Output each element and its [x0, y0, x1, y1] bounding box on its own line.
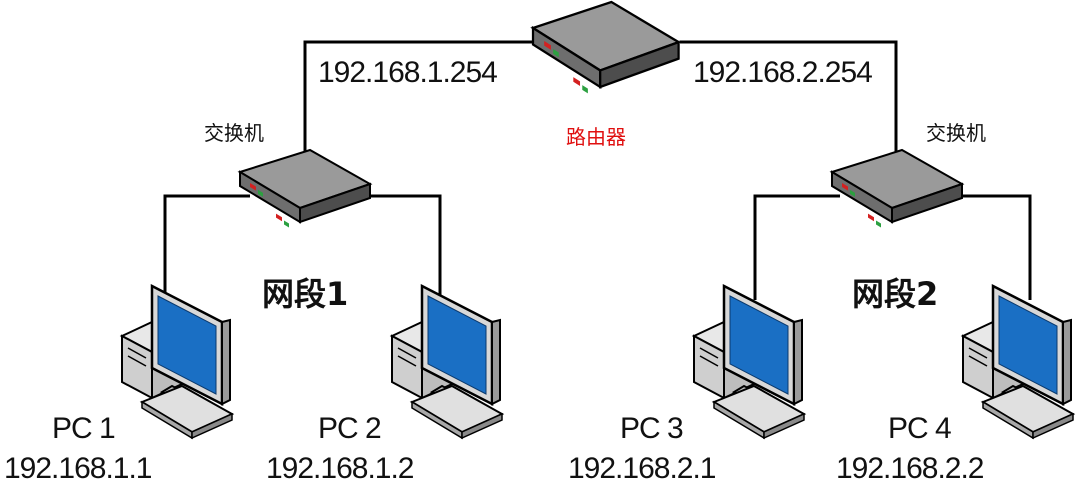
wire-switch-pc2: [345, 194, 442, 300]
wire-switch-pc4: [935, 194, 1032, 300]
wire-switch-pc3: [753, 194, 840, 300]
pc-3-name: PC 3: [620, 412, 683, 445]
router-icon: [531, 0, 680, 95]
wire-router-switch-left: [303, 40, 540, 175]
pc-2-name: PC 2: [318, 412, 381, 445]
wire-router-switch-right: [680, 40, 898, 165]
pc-4-name: PC 4: [888, 412, 951, 445]
router-label: 路由器: [566, 125, 626, 149]
switch-left-icon: [239, 149, 371, 229]
router-left-ip: 192.168.1.254: [318, 56, 497, 89]
wires: [163, 40, 1032, 300]
pc-1-ip: 192.168.1.1: [4, 452, 152, 485]
pc-4-icon: [961, 284, 1075, 440]
pc-1-icon: [120, 284, 234, 440]
pc-2-icon: [390, 284, 504, 440]
pc-1-name: PC 1: [52, 412, 115, 445]
pc-2-ip: 192.168.1.2: [266, 452, 414, 485]
switch-left-label: 交换机: [204, 121, 264, 145]
pc-3-icon: [692, 284, 806, 440]
wire-switch-pc1: [163, 194, 250, 300]
pc-4-ip: 192.168.2.2: [836, 452, 984, 485]
switch-right-label: 交换机: [926, 121, 986, 145]
pc-3-ip: 192.168.2.1: [568, 452, 716, 485]
segment-2-label: 网段2: [852, 275, 938, 313]
segment-1-label: 网段1: [262, 275, 348, 313]
switch-right-icon: [831, 149, 963, 229]
router-right-ip: 192.168.2.254: [693, 56, 872, 89]
